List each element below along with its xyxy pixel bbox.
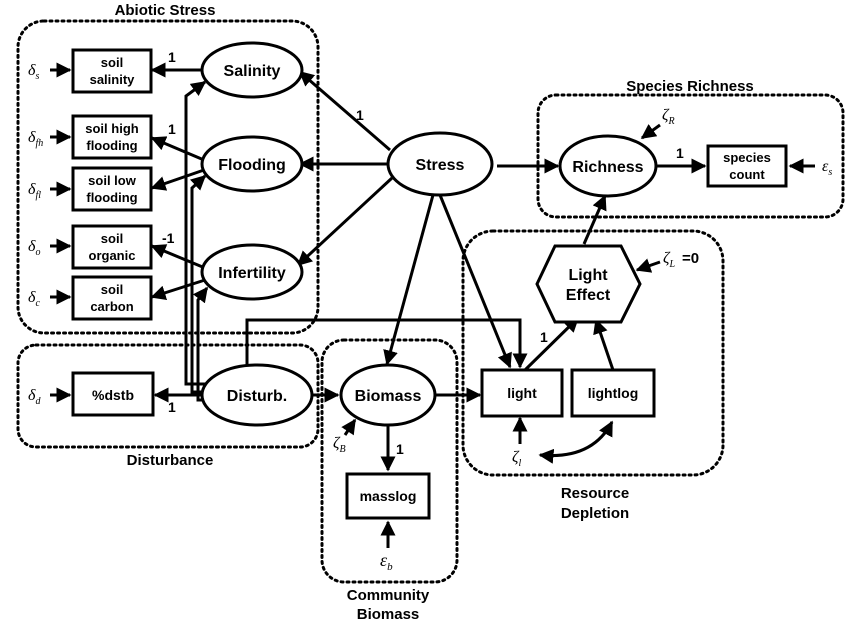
masslog-text: masslog	[360, 488, 417, 504]
soil-high-text-2: flooding	[86, 138, 137, 153]
delta-d-label: δd	[28, 387, 41, 407]
delta-fh-label: δfh	[28, 129, 43, 149]
soil-low-text-1: soil low	[88, 173, 137, 188]
species-count-text-1: species	[723, 150, 771, 165]
coef-richness-count: 1	[676, 145, 684, 161]
edge-stress-light	[438, 194, 512, 369]
soil-carbon-text-1: soil	[101, 282, 123, 297]
edge-zetaL-effect	[635, 258, 661, 273]
dstb-text: %dstb	[92, 387, 134, 403]
community-biomass-label-1: Community	[347, 587, 430, 604]
edge-effect-richness	[582, 194, 607, 245]
edge-stress-biomass	[383, 194, 435, 366]
disturbance-label: Disturbance	[127, 452, 214, 469]
soil-organic-text-1: soil	[101, 231, 123, 246]
edge-cov-zetal-lightlog	[538, 420, 614, 464]
abiotic-stress-label: Abiotic Stress	[115, 2, 216, 19]
resource-depletion-label-2: Depletion	[561, 505, 629, 522]
soil-salinity-box	[71, 48, 153, 94]
delta-s-label: δs	[28, 62, 39, 82]
zeta-b-label: ζB	[333, 435, 346, 455]
coef-stress-salinity: 1	[356, 107, 364, 123]
flooding-node	[200, 135, 304, 193]
coef-salinity-soil: 1	[168, 49, 176, 65]
richness-node	[558, 134, 658, 198]
species-count-box	[706, 144, 788, 188]
resource-depletion-group	[461, 229, 725, 477]
edge-infertility-carbon	[150, 278, 206, 301]
zeta-r-label: ζR	[662, 107, 675, 127]
disturb-text: Disturb.	[227, 388, 287, 405]
species-count-text-2: count	[729, 167, 765, 182]
light-effect-text-2: Effect	[566, 287, 611, 304]
edge-stress-infertility	[296, 176, 394, 267]
lightlog-box	[570, 368, 656, 418]
stress-text: Stress	[416, 157, 465, 174]
eps-s-label: εs	[822, 158, 832, 178]
infertility-text: Infertility	[218, 265, 286, 282]
flooding-text: Flooding	[218, 157, 286, 174]
lightlog-text: lightlog	[588, 385, 639, 401]
masslog-box	[345, 472, 431, 520]
edge-light-effect	[523, 316, 580, 372]
soil-carbon-text-2: carbon	[90, 299, 133, 314]
coef-biomass-masslog: 1	[396, 441, 404, 457]
soil-salinity-text-2: salinity	[90, 72, 136, 87]
species-richness-label: Species Richness	[626, 78, 754, 95]
edge-stress-salinity	[298, 70, 391, 152]
soil-low-text-2: flooding	[86, 190, 137, 205]
edge-zetaR-richness	[640, 123, 661, 140]
salinity-text: Salinity	[224, 63, 281, 80]
community-biomass-label-2: Biomass	[357, 606, 420, 623]
dstb-box	[71, 371, 155, 417]
soil-low-flooding-box	[71, 166, 153, 212]
disturb-node	[200, 363, 314, 427]
salinity-node	[200, 41, 304, 99]
coef-disturb-dstb: 1	[168, 399, 176, 415]
coef-light-effect: 1	[540, 329, 548, 345]
light-effect-text-1: Light	[568, 267, 608, 284]
zeta-l-label: ζL	[663, 250, 675, 270]
edge-lightlog-effect	[593, 318, 615, 371]
edge-flooding-high	[150, 136, 205, 162]
coef-flooding-high: 1	[168, 121, 176, 137]
edge-disturb-light	[245, 318, 528, 369]
edge-infertility-organic	[150, 244, 206, 270]
light-box	[480, 368, 564, 418]
delta-o-label: δo	[28, 238, 40, 258]
coef-infertility-organic: -1	[162, 230, 175, 246]
soil-high-text-1: soil high	[85, 121, 139, 136]
soil-salinity-text-1: soil	[101, 55, 123, 70]
light-effect-node	[535, 244, 642, 324]
edge-flooding-low	[150, 168, 205, 191]
richness-text: Richness	[572, 159, 643, 176]
zeta-l-value: =0	[682, 250, 699, 267]
delta-c-label: δc	[28, 289, 40, 309]
eps-b-label: εb	[380, 550, 393, 573]
zeta-light-label: ζl	[512, 449, 521, 469]
light-text: light	[507, 385, 537, 401]
soil-organic-text-2: organic	[89, 248, 136, 263]
abiotic-stress-group	[16, 19, 320, 335]
soil-organic-box	[71, 224, 153, 270]
biomass-text: Biomass	[355, 388, 422, 405]
biomass-node	[339, 363, 437, 427]
species-richness-group	[536, 93, 845, 219]
stress-node	[386, 131, 494, 197]
infertility-node	[200, 243, 304, 301]
community-biomass-group	[320, 338, 459, 584]
edge-zetaB-biomass	[341, 418, 357, 436]
soil-carbon-box	[71, 275, 153, 321]
resource-depletion-label-1: Resource	[561, 485, 629, 502]
soil-high-flooding-box	[71, 114, 153, 160]
delta-fl-label: δfl	[28, 181, 41, 201]
